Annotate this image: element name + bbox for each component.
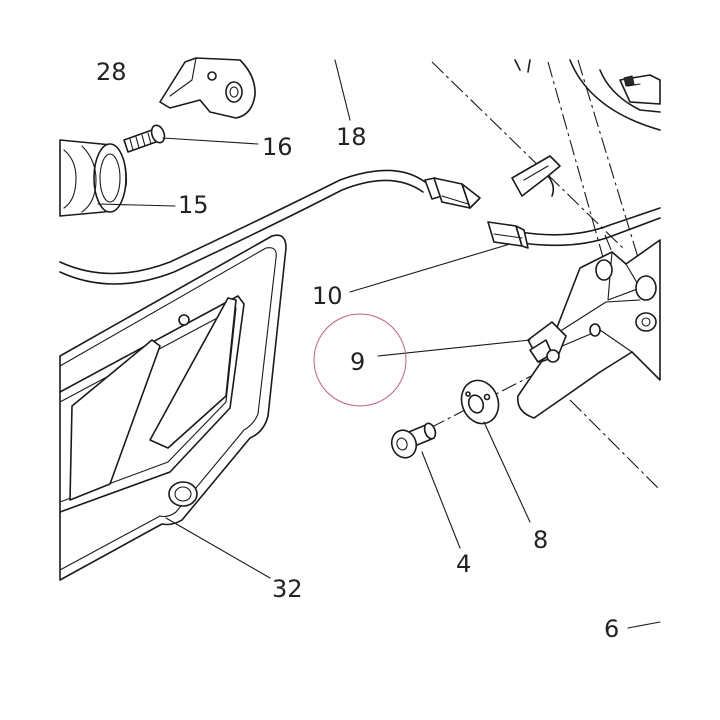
callout-8: 8: [533, 526, 548, 554]
callout-10: 10: [312, 282, 343, 310]
callout-labels: 28 16 18 15 10 9 8 4 32 6: [96, 58, 619, 643]
callout-28: 28: [96, 58, 127, 86]
washer-8: [460, 379, 500, 425]
callout-9-highlight-ring: [313, 313, 407, 407]
screw-16: [123, 124, 166, 153]
clip-part: [511, 155, 561, 197]
callout-15: 15: [178, 191, 209, 219]
plate-holder-32: [59, 234, 287, 581]
callout-18: 18: [336, 123, 367, 151]
top-right-connector: [514, 59, 661, 131]
mounting-bracket: [517, 239, 661, 419]
screw-4: [390, 422, 437, 459]
callout-4: 4: [456, 550, 471, 578]
connector-10: [424, 177, 529, 249]
callout-6: 6: [604, 615, 619, 643]
top-bracket: [159, 57, 256, 119]
callout-16: 16: [262, 133, 293, 161]
light-unit-15: [59, 139, 128, 217]
leader-lines: [97, 59, 661, 629]
bracket-piece-9: [527, 321, 567, 363]
callout-9: 9: [350, 348, 365, 376]
cable-harness: [59, 169, 661, 285]
callout-32: 32: [272, 575, 303, 603]
